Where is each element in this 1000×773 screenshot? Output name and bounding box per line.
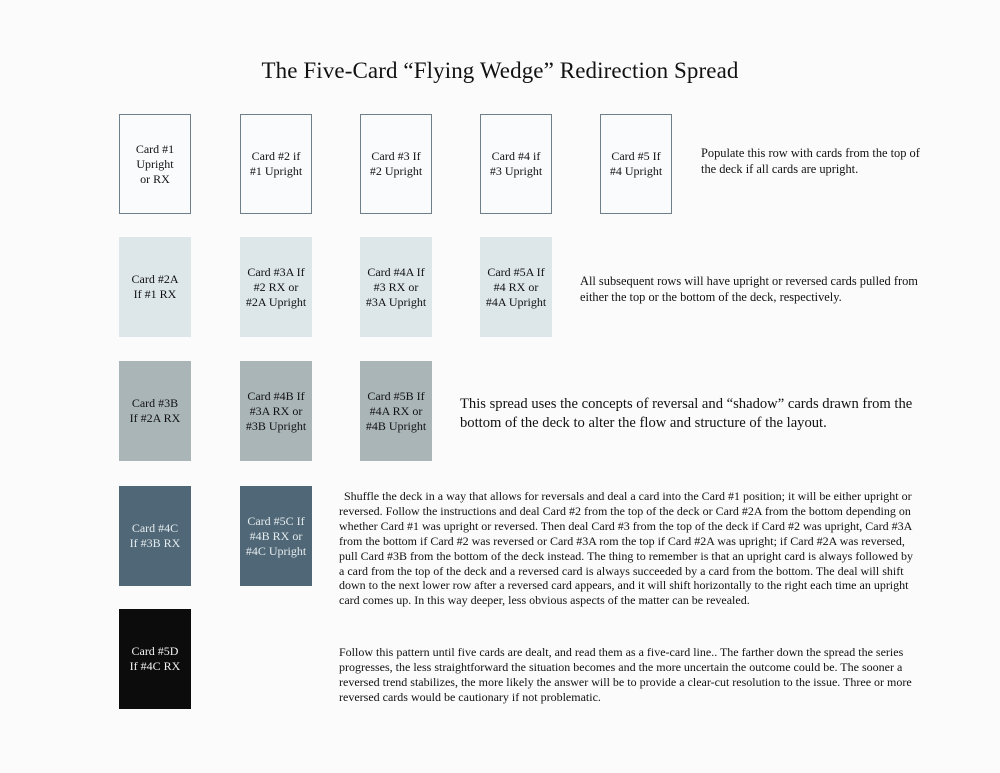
card-2: Card #2 if #1 Upright (240, 114, 312, 214)
card-3b: Card #3B If #2A RX (119, 361, 191, 461)
row3-note: This spread uses the concepts of reversa… (460, 396, 913, 431)
card-4c: Card #4C If #3B RX (119, 486, 191, 586)
page-title: The Five-Card “Flying Wedge” Redirection… (261, 58, 739, 83)
card-5a: Card #5A If #4 RX or #4A Upright (480, 237, 552, 337)
row1-note: Populate this row with cards from the to… (701, 146, 920, 176)
card-4: Card #4 if #3 Upright (480, 114, 552, 214)
instructions-paragraph-2: Follow this pattern until five cards are… (339, 645, 912, 704)
card-5d: Card #5D If #4C RX (119, 609, 191, 709)
card-3a: Card #3A If #2 RX or #2A Upright (240, 237, 312, 337)
card-4a: Card #4A If #3 RX or #3A Upright (360, 237, 432, 337)
card-5b: Card #5B If #4A RX or #4B Upright (360, 361, 432, 461)
card-5: Card #5 If #4 Upright (600, 114, 672, 214)
card-2a: Card #2A If #1 RX (119, 237, 191, 337)
instructions-paragraph-1: Shuffle the deck in a way that allows fo… (339, 489, 913, 608)
card-1: Card #1 Upright or RX (119, 114, 191, 214)
row2-note: All subsequent rows will have upright or… (580, 274, 918, 304)
card-3: Card #3 If #2 Upright (360, 114, 432, 214)
card-5c: Card #5C If #4B RX or #4C Upright (240, 486, 312, 586)
card-4b: Card #4B If #3A RX or #3B Upright (240, 361, 312, 461)
